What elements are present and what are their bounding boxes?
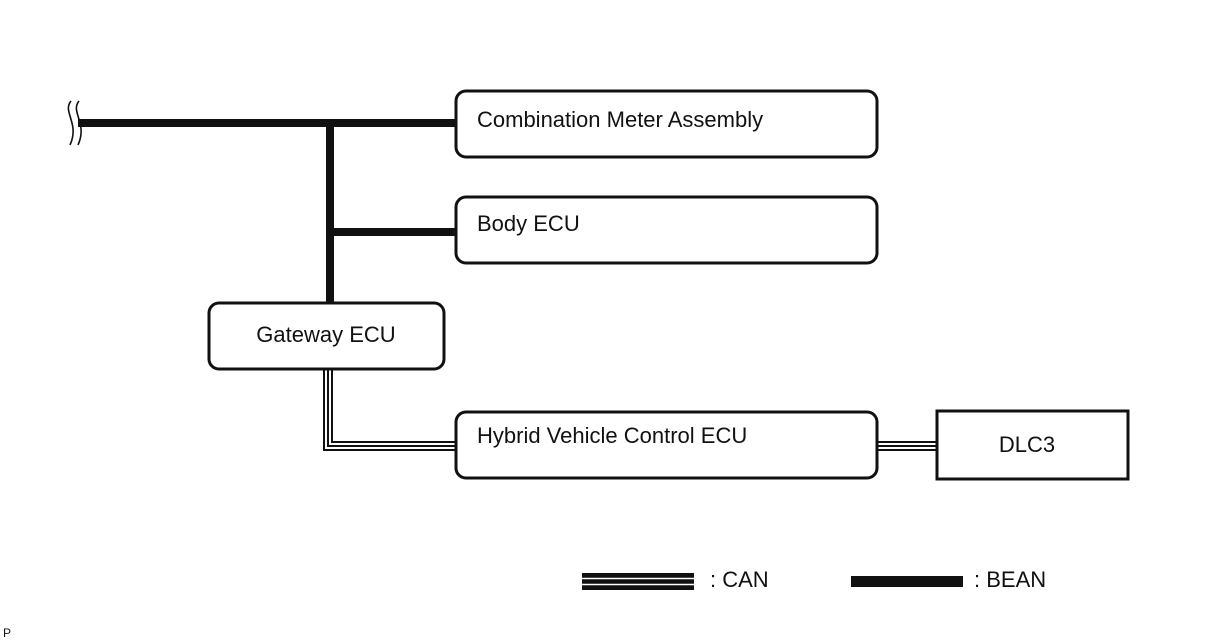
node-label: DLC3: [999, 432, 1055, 457]
node-dlc3: DLC3: [935, 409, 1130, 481]
legend-can-label: : CAN: [710, 567, 769, 592]
legend-bean: : BEAN: [851, 567, 1046, 592]
node-gateway-ecu: Gateway ECU: [207, 301, 446, 371]
node-hybrid-vehicle-control-ecu: Hybrid Vehicle Control ECU: [454, 410, 879, 480]
node-label: Body ECU: [477, 211, 580, 236]
node-label: Gateway ECU: [256, 322, 395, 347]
can-line-gateway-to-hybrid: [323, 370, 458, 451]
legend: : CAN : BEAN: [582, 567, 1046, 592]
legend-bean-swatch: [851, 576, 963, 587]
can-bus: [323, 370, 938, 451]
footer-mark: P: [3, 626, 11, 640]
node-combination-meter-assembly: Combination Meter Assembly: [454, 89, 879, 159]
node-label: Combination Meter Assembly: [477, 107, 763, 132]
node-body-ecu: Body ECU: [454, 195, 879, 265]
wire-break-icon: [67, 100, 82, 146]
bean-bus: [78, 119, 458, 304]
node-label: Hybrid Vehicle Control ECU: [477, 423, 747, 448]
legend-can: : CAN: [582, 567, 769, 592]
legend-can-swatch: [582, 573, 694, 590]
legend-bean-label: : BEAN: [974, 567, 1046, 592]
